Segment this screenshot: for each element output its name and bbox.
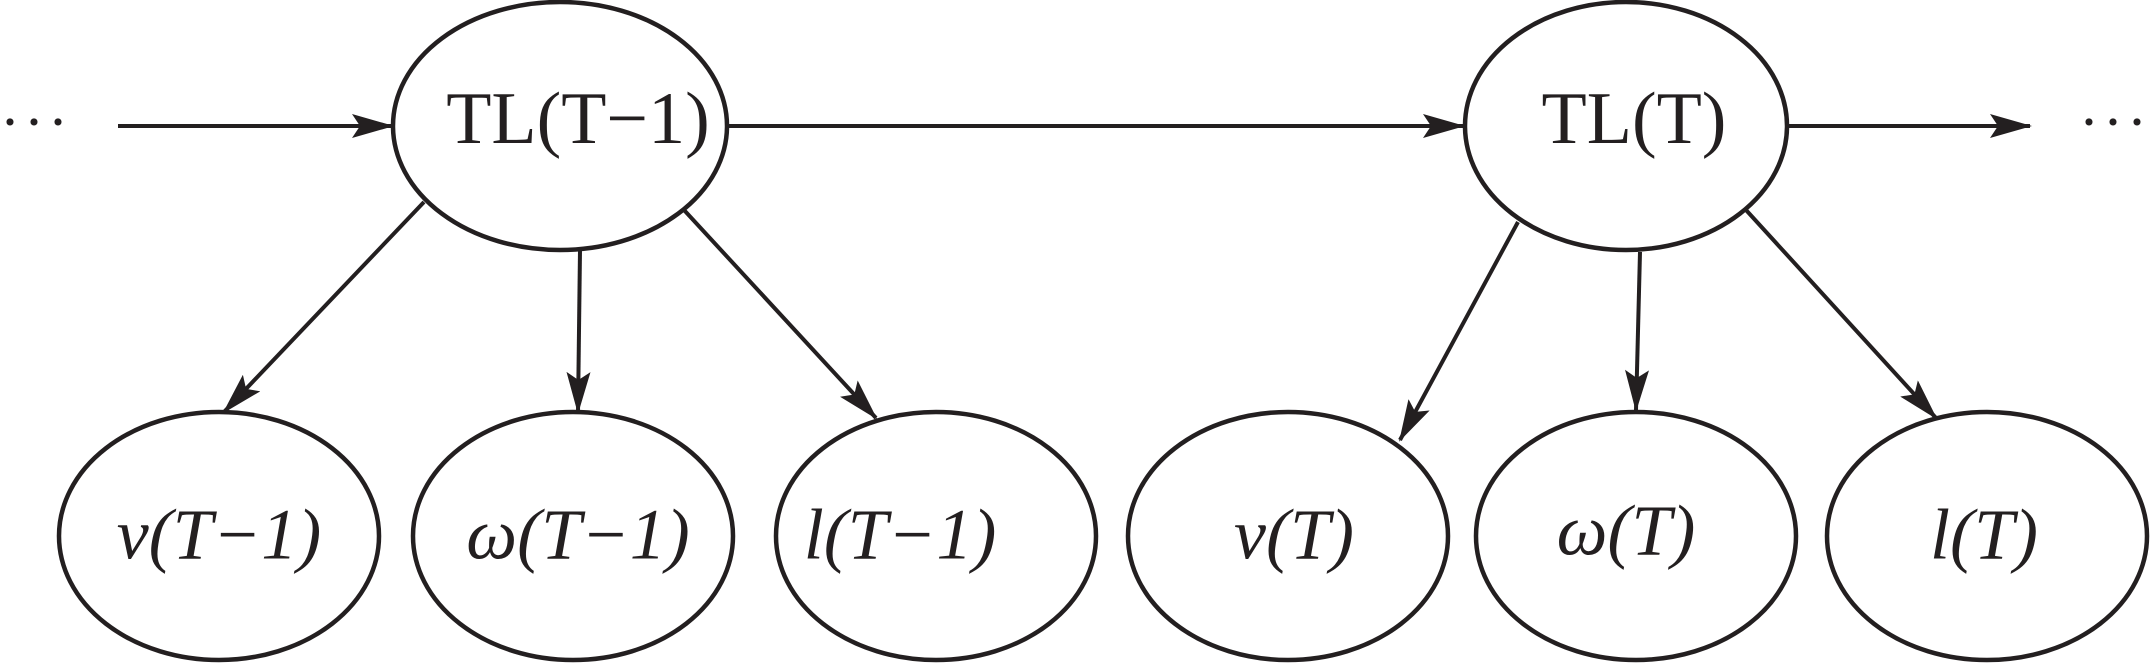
node-tl-prev-label: TL(T−1) bbox=[446, 78, 710, 160]
node-l-prev: l(T−1) bbox=[773, 409, 1099, 663]
node-l-curr-label: l(T) bbox=[1930, 495, 2038, 575]
edge-tl-prev-to-omega-prev bbox=[566, 249, 591, 414]
node-tl-curr: TL(T) bbox=[1462, 0, 1790, 253]
edge-tl-curr-to-l-curr bbox=[1744, 208, 1938, 420]
node-tl-prev: TL(T−1) bbox=[390, 0, 730, 253]
node-v-curr-label: v(T) bbox=[1234, 495, 1354, 575]
node-omega-prev: ω(T−1) bbox=[410, 409, 736, 663]
node-tl-curr-label: TL(T) bbox=[1542, 78, 1727, 160]
node-v-prev: v(T−1) bbox=[56, 409, 382, 663]
edge-tl-curr-to-v-curr bbox=[1398, 221, 1520, 442]
node-l-curr: l(T) bbox=[1824, 409, 2150, 663]
edge-tl-curr-to-omega-curr bbox=[1625, 251, 1650, 412]
ellipsis-right: ··· bbox=[2079, 89, 2151, 155]
node-v-curr: v(T) bbox=[1125, 409, 1451, 663]
node-l-prev-label: l(T−1) bbox=[804, 495, 997, 575]
edge-tl-prev-to-v-prev bbox=[222, 200, 426, 414]
ellipsis-left: ··· bbox=[0, 89, 72, 155]
node-omega-curr: ω(T) bbox=[1473, 409, 1799, 663]
node-v-prev-label: v(T−1) bbox=[117, 495, 322, 575]
edge-tl-prev-to-l-prev bbox=[682, 208, 878, 420]
node-omega-prev-label: ω(T−1) bbox=[466, 495, 689, 575]
node-omega-curr-label: ω(T) bbox=[1557, 491, 1696, 571]
